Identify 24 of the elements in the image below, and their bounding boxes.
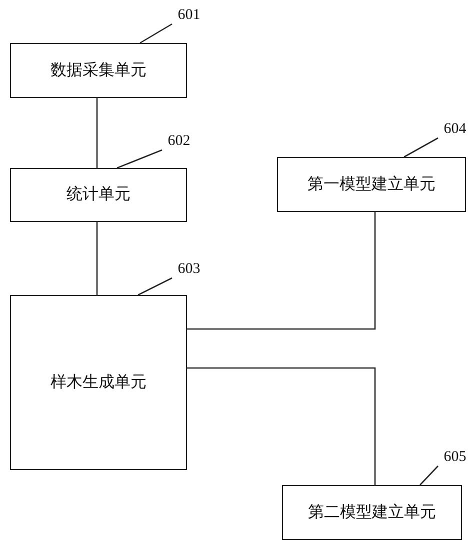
connector-line xyxy=(96,98,98,168)
connector-line xyxy=(96,222,98,295)
callout-number: 601 xyxy=(172,6,206,24)
connector-line xyxy=(187,367,376,485)
unit-box xyxy=(277,157,466,212)
callout-number: 603 xyxy=(172,260,206,278)
unit-box xyxy=(10,295,187,470)
leader-line xyxy=(420,466,438,486)
unit-label: 第二模型建立单元 xyxy=(308,502,436,522)
callout-number: 602 xyxy=(162,132,196,150)
leader-line xyxy=(116,149,162,169)
unit-label: 数据采集单元 xyxy=(50,60,146,80)
leader-line xyxy=(404,137,438,158)
callout-number: 604 xyxy=(438,120,472,138)
leader-line xyxy=(140,23,172,44)
unit-label: 第一模型建立单元 xyxy=(308,174,436,194)
callout-number: 605 xyxy=(438,448,472,466)
unit-label: 统计单元 xyxy=(66,184,130,205)
unit-box xyxy=(10,168,187,222)
leader-line xyxy=(138,277,172,296)
unit-box xyxy=(282,485,462,540)
connector-line xyxy=(187,212,376,330)
unit-label: 样木生成单元 xyxy=(50,372,146,392)
unit-box xyxy=(10,43,187,98)
